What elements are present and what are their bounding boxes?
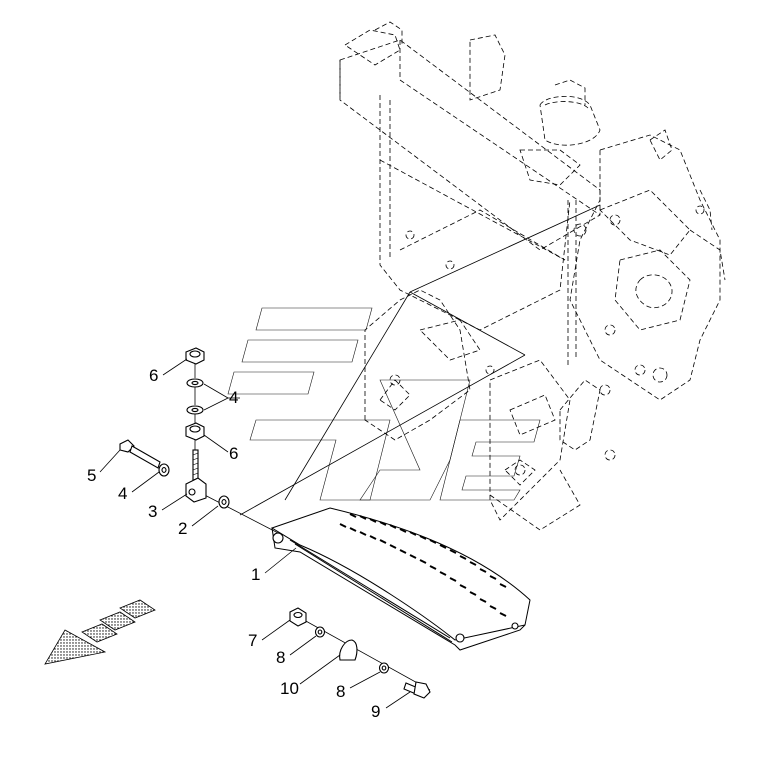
callout-10: 10 [280,679,299,698]
callout-2: 2 [178,519,187,538]
lower-fastener-group [289,607,431,699]
callout-8-upper: 8 [276,648,285,667]
leader-lines [99,358,411,709]
assembly-lines [194,204,601,536]
upper-fastener-stack [119,347,230,509]
callout-5: 5 [87,466,96,485]
callout-7: 7 [248,631,257,650]
callout-9: 9 [371,702,380,721]
direction-arrow-icon [44,599,156,665]
callout-6-top: 6 [149,366,158,385]
callout-6-lower: 6 [229,444,238,463]
callout-8-lower: 8 [336,682,345,701]
callout-4-left: 4 [118,484,127,503]
callout-3: 3 [148,502,157,521]
callout-4-washers: 4 [229,388,238,407]
callout-labels: 6 4 6 5 4 3 2 1 7 8 10 8 9 [87,366,380,721]
callout-1: 1 [251,565,260,584]
step-plate [270,507,531,651]
watermark-logo [227,307,541,501]
machine-frame [339,21,726,531]
